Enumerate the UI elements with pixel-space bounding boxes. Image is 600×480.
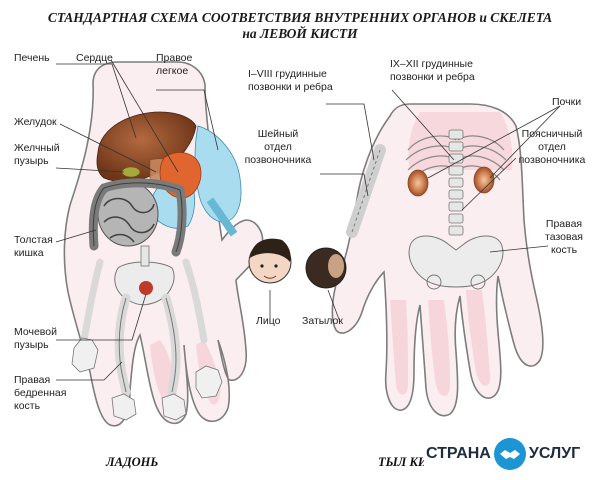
leader-line-kidneys	[489, 105, 561, 179]
leader-line-cervical	[320, 173, 369, 197]
leader-line-right-lung	[156, 89, 219, 151]
trachea	[206, 197, 238, 237]
handshake-icon	[493, 438, 526, 470]
label-femur: Правая бедренная кость	[14, 374, 67, 412]
pelvis-bone	[408, 235, 504, 288]
label-lumbar: Поясничный отдел позвоночника	[518, 128, 586, 166]
leader-line-lumbar	[461, 157, 517, 211]
leader-line-thoracic-9-12	[391, 89, 455, 161]
label-occiput: Затылок	[302, 315, 343, 327]
back-finger-zone	[428, 300, 450, 397]
label-heart: Сердце	[76, 52, 113, 64]
leader-lines	[55, 59, 561, 381]
spine-bone	[448, 129, 464, 236]
label-colon: Толстая кишка	[14, 234, 53, 259]
label-liver: Печень	[14, 52, 50, 64]
logo-word-1: СТРАНА	[426, 445, 491, 462]
kidney-organ	[473, 166, 495, 194]
diagram-title-line-1: СТАНДАРТНАЯ СХЕМА СООТВЕТСТВИЯ ВНУТРЕННИ…	[47, 10, 553, 25]
leader-line-occiput	[327, 289, 341, 323]
arm-bone	[182, 258, 208, 344]
leader-line-stomach	[59, 123, 157, 173]
watermark-logo: СТРАНА УСЛУГ	[424, 437, 592, 471]
leader-line-liver	[56, 63, 137, 139]
leader-line-pelvic	[489, 245, 549, 253]
bladder-organ	[139, 281, 153, 295]
label-thoracic-9-12: IX–XII грудинные позвонки и ребра	[390, 58, 475, 83]
back-finger-zone	[466, 290, 491, 386]
kidney-organ	[407, 169, 429, 197]
spine-bone	[140, 245, 150, 267]
gallbladder-organ	[121, 166, 141, 178]
leader-line-gallbladder	[55, 167, 125, 173]
leader-line-bladder	[56, 293, 147, 341]
leader-line-colon	[55, 229, 97, 243]
small-intestine-organ	[97, 181, 159, 247]
leader-line-heart	[110, 59, 179, 173]
label-stomach: Желудок	[14, 116, 57, 128]
caption-palm: ЛАДОНЬ	[106, 455, 159, 469]
cervical-spine-bone	[346, 144, 386, 238]
hand-bone	[71, 337, 99, 373]
label-pelvic: Правая тазовая кость	[545, 218, 583, 256]
palm-hand	[63, 61, 292, 427]
leader-line-kidneys-2	[427, 105, 561, 179]
arm-bone	[80, 258, 104, 344]
label-kidneys: Почки	[552, 96, 582, 108]
leader-line-thoracic-1-8	[326, 103, 375, 161]
back-hand	[305, 103, 544, 417]
back-upper-zone	[408, 112, 513, 170]
label-cervical: Шейный отдел позвоночника	[244, 128, 312, 166]
foot-bone	[161, 393, 187, 421]
label-gallbladder: Желчный пузырь	[14, 142, 60, 167]
face-illustration	[248, 238, 292, 284]
hand-bone	[195, 365, 223, 399]
label-face: Лицо	[256, 315, 281, 327]
label-thoracic-1-8: I–VIII грудинные позвонки и ребра	[248, 68, 333, 93]
occiput-illustration	[305, 247, 347, 289]
label-right-lung: Правое легкое	[156, 52, 193, 77]
back-finger-zone	[390, 300, 408, 395]
diagram-title-line-2: на ЛЕВОЙ КИСТИ	[242, 26, 358, 41]
label-bladder: Мочевой пузырь	[14, 326, 57, 351]
leader-line-femur	[56, 361, 123, 381]
logo-word-2: УСЛУГ	[528, 445, 581, 462]
foot-bone	[111, 393, 137, 421]
